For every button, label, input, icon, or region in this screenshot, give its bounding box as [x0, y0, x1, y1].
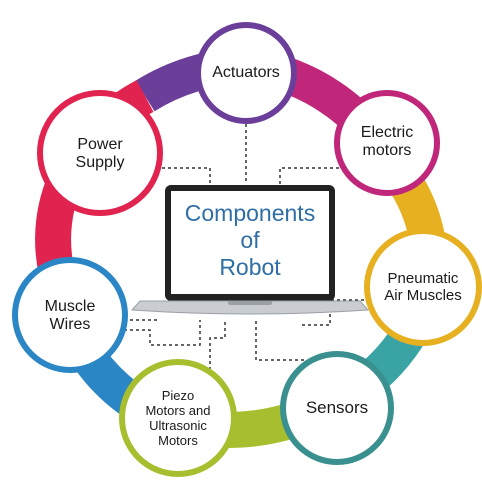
- circle-sensors: [280, 351, 394, 465]
- connector-muscle-2: [118, 320, 201, 346]
- circle-electric-motors: [334, 90, 440, 196]
- laptop-icon: [130, 185, 370, 315]
- laptop-base: [130, 300, 370, 315]
- label-sensors: Sensors: [305, 398, 369, 418]
- component-circles: [12, 22, 482, 477]
- label-power-supply: Power Supply: [75, 135, 125, 171]
- circle-power-supply: [37, 90, 163, 216]
- circle-pneumatic-air-muscles: [364, 228, 482, 346]
- circle-muscle-wires: [12, 257, 128, 373]
- connector-piezo: [209, 320, 226, 370]
- connector-power: [162, 167, 211, 184]
- label-piezo-motors: Piezo Motors and Ultrasonic Motors: [145, 388, 211, 448]
- laptop-screen: [171, 191, 329, 294]
- label-actuators: Actuators: [212, 63, 280, 81]
- laptop-hinge-notch: [228, 301, 272, 305]
- circle-piezo-motors: [119, 359, 237, 477]
- connector-pneumatic: [300, 299, 364, 326]
- label-muscle-wires: Muscle Wires: [44, 297, 96, 333]
- connector-electric: [279, 167, 345, 184]
- connector-sensors: [255, 320, 304, 361]
- center-title: Components of Robot: [184, 200, 316, 281]
- circle-actuators: [195, 22, 297, 124]
- label-electric-motors: Electric motors: [360, 123, 414, 159]
- label-pneumatic-air-muscles: Pneumatic Air Muscles: [384, 269, 462, 304]
